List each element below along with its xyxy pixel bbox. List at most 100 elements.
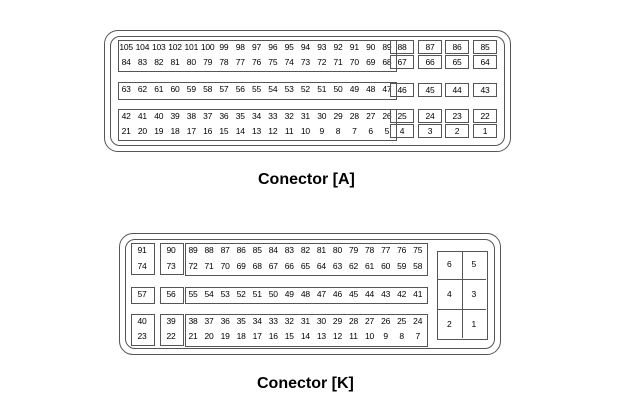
pin-cell: 104 (135, 41, 150, 52)
connector-a-inner-frame (110, 36, 505, 146)
pin-cell: 20 (204, 331, 214, 342)
pin-cell: 102 (168, 41, 182, 52)
pin-cell: 51 (317, 83, 327, 94)
pin-cell: 22 (166, 331, 176, 342)
pin-cell: 16 (268, 331, 278, 342)
pin-cell: 57 (219, 83, 229, 94)
pin-cell: 97 (252, 41, 262, 52)
pin-cell: 40 (137, 316, 147, 327)
pin-cell: 11 (284, 125, 294, 136)
pin-cell: 72 (317, 56, 327, 67)
pin-cell: 55 (188, 289, 198, 300)
pin-cell: 12 (268, 125, 278, 136)
connector-k-col2-block (160, 314, 184, 346)
pin-cell: 99 (219, 41, 229, 52)
pin-cell: 4 (390, 124, 414, 138)
pin-cell: 49 (284, 289, 294, 300)
pin-cell: 32 (284, 316, 294, 327)
pin-cell: 35 (236, 316, 246, 327)
pin-cell: 43 (381, 289, 391, 300)
pin-cell: 88 (390, 40, 414, 54)
pin-cell: 16 (203, 125, 213, 136)
pin-cell: 80 (332, 245, 342, 256)
connector-k-right-hline (437, 279, 486, 280)
pin-cell: 94 (300, 41, 310, 52)
pin-cell: 36 (219, 110, 229, 121)
pin-cell: 90 (366, 41, 376, 52)
pin-cell: 89 (382, 41, 392, 52)
pin-cell: 28 (349, 110, 359, 121)
pin-cell: 21 (121, 125, 131, 136)
pin-cell: 46 (390, 83, 414, 97)
pin-cell: 74 (284, 56, 294, 67)
pin-cell: 70 (349, 56, 359, 67)
pin-cell: 95 (284, 41, 294, 52)
pin-cell: 66 (418, 55, 442, 69)
connector-k-pin-block-1 (185, 243, 428, 276)
pin-cell: 13 (252, 125, 262, 136)
pin-cell: 92 (333, 41, 343, 52)
pin-cell: 84 (121, 56, 131, 67)
pin-cell: 37 (204, 316, 214, 327)
pin-cell: 47 (316, 289, 326, 300)
pin-cell: 50 (268, 289, 278, 300)
pin-cell: 19 (220, 331, 230, 342)
pin-cell: 6 (446, 259, 452, 270)
pin-cell: 48 (366, 83, 376, 94)
pin-cell: 47 (382, 83, 392, 94)
pin-cell: 25 (397, 316, 407, 327)
pin-cell: 38 (186, 110, 196, 121)
pin-cell: 91 (137, 245, 147, 256)
pin-cell: 4 (446, 289, 452, 300)
pin-cell: 76 (397, 245, 407, 256)
pin-cell: 54 (268, 83, 278, 94)
pin-cell: 30 (316, 316, 326, 327)
pin-cell: 20 (137, 125, 147, 136)
pin-cell: 79 (348, 245, 359, 256)
pin-cell: 31 (300, 316, 310, 327)
pin-cell: 86 (236, 245, 246, 256)
connector-k-right-divider (461, 251, 463, 338)
pin-cell: 54 (204, 289, 214, 300)
pin-cell: 72 (188, 261, 198, 272)
pin-cell: 34 (252, 316, 262, 327)
pin-cell: 80 (186, 56, 196, 67)
pin-cell: 56 (235, 83, 245, 94)
pin-cell: 31 (300, 110, 310, 121)
pin-cell: 12 (332, 331, 342, 342)
pin-cell: 38 (188, 316, 198, 327)
pin-cell: 58 (203, 83, 213, 94)
pin-cell: 88 (204, 245, 214, 256)
pin-cell: 71 (204, 261, 214, 272)
pin-cell: 103 (151, 41, 166, 52)
pin-cell: 77 (235, 56, 245, 67)
pin-cell: 3 (418, 124, 442, 138)
pin-cell: 19 (154, 125, 164, 136)
pin-cell: 100 (200, 41, 215, 52)
pin-cell: 68 (252, 261, 262, 272)
pin-cell: 29 (333, 110, 343, 121)
pin-cell: 29 (332, 316, 342, 327)
pin-cell: 52 (300, 83, 310, 94)
pin-cell: 90 (166, 245, 176, 256)
pin-cell: 36 (220, 316, 230, 327)
pin-cell: 83 (137, 56, 147, 67)
pin-cell: 55 (252, 83, 262, 94)
pin-cell: 39 (166, 316, 176, 327)
pin-cell: 82 (154, 56, 164, 67)
pin-cell: 87 (418, 40, 442, 54)
connector-k-pin-block-3 (185, 314, 428, 347)
pin-cell: 67 (390, 55, 414, 69)
pin-cell: 96 (268, 41, 278, 52)
pin-cell: 68 (382, 56, 392, 67)
pin-cell: 58 (413, 261, 423, 272)
pin-cell: 82 (300, 245, 310, 256)
connector-a-pin-block-2 (118, 82, 398, 100)
pin-cell: 23 (137, 331, 147, 342)
connector-k-col2-block (160, 243, 184, 275)
pin-cell: 86 (445, 40, 469, 54)
pin-cell: 44 (445, 83, 469, 97)
pin-cell: 33 (268, 110, 278, 121)
pin-cell: 73 (166, 261, 176, 272)
pin-cell: 78 (219, 56, 229, 67)
